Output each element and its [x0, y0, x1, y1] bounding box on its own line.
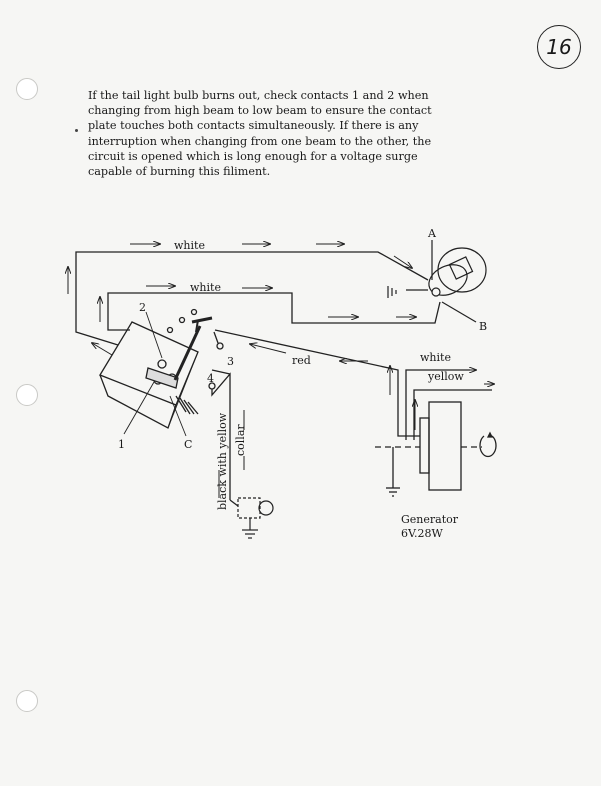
- label-c: C: [184, 438, 192, 451]
- wire-label-red: red: [292, 354, 311, 367]
- generator-rating: 6V.28W: [401, 527, 444, 540]
- wire-label-white-generator: white: [420, 351, 451, 364]
- white-wire-inner: [107, 292, 441, 331]
- label-1: 1: [118, 438, 125, 451]
- stray-dot: [75, 129, 78, 132]
- label-2: 2: [139, 301, 146, 314]
- wire-label-black-with-yellow: black with yellow: [216, 412, 229, 510]
- page-number: 16: [537, 25, 581, 69]
- taillight-bulb: [237, 497, 274, 539]
- light-switch: [99, 308, 224, 429]
- label-b: B: [479, 320, 487, 333]
- pointer-lines: [123, 311, 187, 437]
- label-4: 4: [207, 372, 214, 385]
- wire-label-bars: [218, 410, 245, 498]
- white-wire-outer-arrows: [68, 244, 412, 356]
- generator-name: Generator: [401, 513, 459, 526]
- punch-hole-top: [16, 78, 38, 100]
- label-3: 3: [227, 355, 234, 368]
- white-wire-outer: [75, 251, 429, 346]
- intro-paragraph: If the tail light bulb burns out, check …: [88, 89, 432, 179]
- punch-hole-middle: [16, 384, 38, 406]
- generator-wires: [405, 369, 492, 440]
- wire-label-collar: collar: [234, 424, 247, 456]
- wire-label-white-inner: white: [190, 281, 221, 294]
- red-wire-arrows: [250, 344, 415, 430]
- wire-label-white-top: white: [174, 239, 205, 252]
- red-wire: [214, 329, 420, 437]
- generator: [375, 401, 497, 497]
- wire-label-yellow-generator: yellow: [427, 370, 464, 383]
- generator-wire-arrows: [470, 370, 494, 384]
- punch-hole-bottom: [16, 690, 38, 712]
- taillight-wire: [208, 369, 239, 507]
- label-a: A: [427, 227, 437, 240]
- white-wire-inner-arrows: [100, 286, 416, 322]
- page-number-text: 16: [546, 35, 572, 59]
- headlight-lamp: [387, 240, 487, 323]
